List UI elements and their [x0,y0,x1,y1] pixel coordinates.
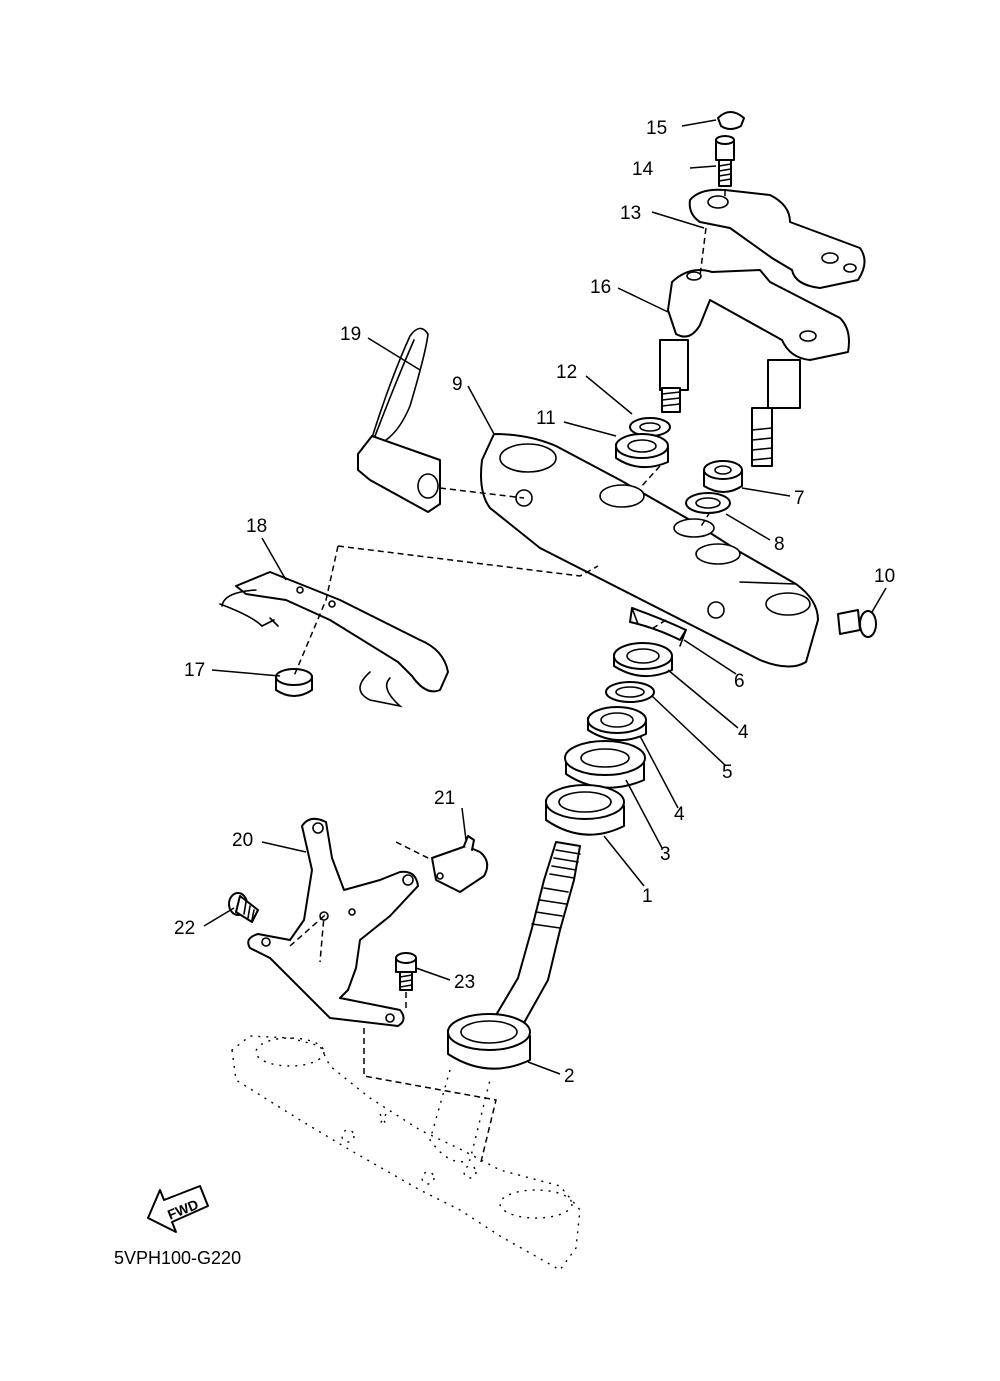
callout-8: 8 [774,534,785,555]
callout-9: 9 [452,374,463,395]
part-8-washer [685,492,731,514]
callout-22: 22 [174,918,195,939]
part-9-upper-bracket [480,433,819,668]
part-21-clip [431,835,489,893]
callout-14: 14 [632,159,654,180]
part-16-lower-holder [659,269,850,467]
callout-13: 13 [620,203,641,224]
part-5-rubber-washer [605,681,655,703]
callout-10: 10 [874,566,895,587]
part-1-bearing [545,784,625,836]
part-18-wire-bracket [219,571,449,708]
part-20-bracket [247,817,419,1027]
callout-20: 20 [232,830,253,851]
part-13-upper-holder [688,188,866,289]
part-3-bearing-cover [564,740,646,789]
part-11-bushing [615,433,669,469]
callout-labels: 15 14 13 16 19 12 9 11 7 8 18 10 6 17 4 … [174,118,895,1087]
callout-4-upper: 4 [738,722,749,743]
part-6-lock-washer [629,607,687,647]
callout-7: 7 [794,488,805,509]
forward-arrow-icon: FWD [147,1185,209,1233]
part-7-nut [703,460,743,493]
steering-shaft [485,841,581,1033]
callout-15: 15 [646,118,667,139]
callout-19: 19 [340,324,361,345]
part-4-ring-nut-lower [587,706,647,741]
drawing-code: 5VPH100-G220 [114,1248,241,1268]
callout-5: 5 [722,762,733,783]
part-2-lower-bearing [447,1013,531,1070]
callout-1: 1 [642,886,653,907]
callout-18: 18 [246,516,267,537]
part-10-bolt [837,609,877,638]
part-4-ring-nut-upper [613,642,673,677]
callout-21: 21 [434,788,455,809]
part-19-wire-clip [357,327,441,513]
part-22-bolt [228,892,259,923]
callout-23: 23 [454,972,475,993]
part-15-cap [717,111,745,130]
part-23-bolt [395,952,417,991]
lower-bracket-ghost [231,1035,581,1271]
callout-16: 16 [590,277,611,298]
callout-6: 6 [734,671,745,692]
alignment-guides [289,190,726,1167]
part-14-bolt [715,135,735,187]
callout-4-lower: 4 [674,804,685,825]
leader-lines [203,119,887,1075]
callout-2: 2 [564,1066,575,1087]
callout-3: 3 [660,844,671,865]
callout-11: 11 [536,408,556,429]
part-17-nut [275,668,313,697]
callout-17: 17 [184,660,205,681]
callout-12: 12 [556,362,577,383]
